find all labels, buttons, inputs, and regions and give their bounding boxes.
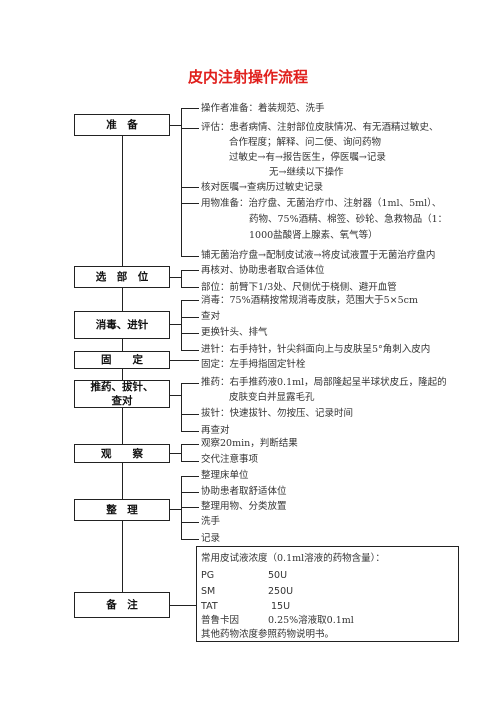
bracket-tick xyxy=(181,492,199,493)
drug-name: 普鲁卡因 xyxy=(201,615,240,626)
bracket-tick xyxy=(181,128,199,129)
bracket-tick xyxy=(181,270,199,271)
bracket-tick xyxy=(181,507,199,508)
step-label: 选 部 位 xyxy=(95,271,149,283)
bracket-tick xyxy=(170,605,196,606)
step-line: 药物、75%酒精、棉签、砂轮、急救物品（1： xyxy=(249,214,448,225)
bracket-tick xyxy=(181,317,199,318)
step-line: 铺无菌治疗盘→配制皮试液→将皮试液置于无菌治疗盘内 xyxy=(201,250,436,261)
bracket-tick xyxy=(170,277,181,278)
drug-value: 0.25%溶液取0.1ml xyxy=(268,615,354,626)
notes-box xyxy=(196,546,459,642)
step-line: 洗手 xyxy=(201,516,221,527)
step-line: 核对医嘱→查病历过敏史记录 xyxy=(201,182,323,193)
notes-heading: 常用皮试液浓度（0.1ml溶液的药物含量）： xyxy=(201,553,385,564)
bracket-2 xyxy=(181,270,182,287)
step-line: 操作者准备：着装规范、洗手 xyxy=(201,103,325,114)
bracket-tick xyxy=(170,324,181,325)
bracket-tick xyxy=(181,187,199,188)
bracket-3 xyxy=(181,300,182,350)
step-box-site: 选 部 位 xyxy=(74,266,170,288)
step-box-tidy: 整 理 xyxy=(74,499,170,521)
bracket-tick xyxy=(181,108,199,109)
notes-footer: 其他药物浓度参照药物说明书。 xyxy=(201,629,335,640)
page-title: 皮内注射操作流程 xyxy=(187,68,308,86)
step-line: 评估：患者病情、注射部位皮肤情况、有无酒精过敏史、 xyxy=(201,122,439,133)
step-label: 准 备 xyxy=(106,119,138,131)
connector-vertical-1 xyxy=(122,135,123,266)
step-box-prepare: 准 备 xyxy=(74,114,170,136)
step-label: 整 理 xyxy=(106,504,138,516)
drug-value: 50U xyxy=(268,570,288,581)
bracket-tick xyxy=(170,125,181,126)
bracket-tick xyxy=(170,453,181,454)
drug-name: SM xyxy=(201,586,216,597)
bracket-tick xyxy=(170,395,181,396)
step-box-fix: 固 定 xyxy=(74,351,170,369)
bracket-tick xyxy=(181,256,199,257)
step-label: 推药、拔针、查对 xyxy=(90,381,154,407)
connector-vertical-5 xyxy=(122,407,123,444)
bracket-tick xyxy=(181,461,199,462)
step-line: 记录 xyxy=(201,533,221,544)
connector-vertical-2 xyxy=(122,287,123,311)
step-line: 观察20min，判断结果 xyxy=(201,438,298,449)
connector-vertical-3 xyxy=(122,339,123,351)
drug-value: 250U xyxy=(268,586,294,597)
step-line: 无→继续以下操作 xyxy=(269,167,344,178)
step-line: 整理床单位 xyxy=(201,470,249,481)
step-line: 固定：左手拇指固定针栓 xyxy=(201,359,306,370)
bracket-tick xyxy=(170,509,181,510)
step-line: 合作程度；解释、问二便、询问药物 xyxy=(229,137,382,148)
step-line: 部位：前臂下1/3处、尺侧优于桡侧、避开血管 xyxy=(201,282,397,293)
step-line: 查对 xyxy=(201,311,221,322)
bracket-tick xyxy=(181,444,199,445)
drug-name: PG xyxy=(201,570,215,581)
connector-vertical-6 xyxy=(122,463,123,499)
step-line: 过敏史→有→报告医生，停医嘱→记录 xyxy=(229,152,386,163)
bracket-tick xyxy=(170,360,199,361)
step-line: 消毒：75%酒精按常规消毒皮肤，范围大于5×5cm xyxy=(201,295,418,306)
drug-value: 15U xyxy=(271,601,291,612)
bracket-tick xyxy=(181,539,199,540)
bracket-tick xyxy=(181,287,199,288)
step-line: 进针：右手持针，针尖斜面向上与皮肤呈5°角刺入皮内 xyxy=(201,344,431,355)
step-line: 再核对、协助患者取合适体位 xyxy=(201,265,325,276)
bracket-tick xyxy=(181,300,199,301)
connector-vertical-7 xyxy=(122,521,123,592)
bracket-tick xyxy=(181,414,199,415)
bracket-tick xyxy=(181,522,199,523)
step-box-inject: 推药、拔针、查对 xyxy=(74,380,170,408)
step-line: 协助患者取舒适体位 xyxy=(201,486,287,497)
step-box-observe: 观 察 xyxy=(74,444,170,463)
bracket-1 xyxy=(181,108,182,256)
step-label: 观 察 xyxy=(101,447,143,460)
step-box-notes: 备 注 xyxy=(74,592,170,618)
step-line: 皮肤变白并显露毛孔 xyxy=(229,392,315,403)
step-line: 交代注意事项 xyxy=(201,454,259,465)
step-box-disinfect: 消毒、进针 xyxy=(74,311,170,339)
step-line: 拔针：快速拔针、勿按压、记录时间 xyxy=(201,408,354,419)
step-line: 1000盐酸肾上腺素、氧气等） xyxy=(249,230,378,241)
bracket-tick xyxy=(181,333,199,334)
step-label: 消毒、进针 xyxy=(95,319,149,331)
step-line: 推药：右手推药液0.1ml，局部隆起呈半球状皮丘，隆起的 xyxy=(201,377,447,388)
notes-label: 备 注 xyxy=(106,599,138,611)
bracket-5 xyxy=(181,383,182,431)
drug-name: TAT xyxy=(201,601,218,612)
connector-vertical-4 xyxy=(122,368,123,380)
bracket-tick xyxy=(181,431,199,432)
step-line: 整理用物、分类放置 xyxy=(201,501,287,512)
bracket-6 xyxy=(181,444,182,461)
step-label: 固 定 xyxy=(101,354,143,366)
step-line: 更换针头、排气 xyxy=(201,327,268,338)
step-line: 用物准备：治疗盘、无菌治疗巾、注射器（1ml、5ml）、 xyxy=(201,198,442,209)
bracket-tick xyxy=(181,350,199,351)
step-line: 再查对 xyxy=(201,425,230,436)
bracket-tick xyxy=(181,476,199,477)
bracket-tick xyxy=(181,203,199,204)
bracket-tick xyxy=(181,383,199,384)
